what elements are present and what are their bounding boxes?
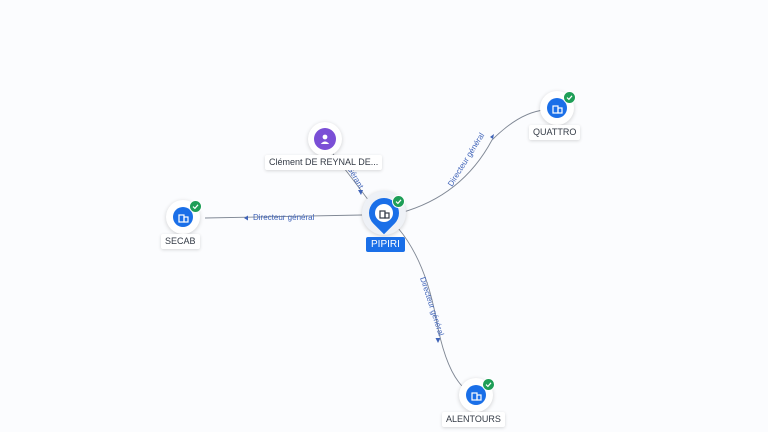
- node-label-person[interactable]: Clément DE REYNAL DE...: [265, 155, 383, 170]
- node-pipiri[interactable]: [359, 188, 409, 238]
- arrow-quattro-icon: [490, 134, 494, 139]
- edge-label-secab: Directeur général: [253, 213, 315, 222]
- edge-secab: [204, 214, 363, 219]
- edge-alentours: [397, 227, 463, 387]
- building-icon: [375, 204, 393, 222]
- node-label-quattro[interactable]: QUATTRO: [529, 125, 581, 140]
- arrow-alentours-icon: [435, 338, 441, 343]
- map-pin-icon: [362, 191, 406, 235]
- node-person[interactable]: [305, 119, 345, 159]
- node-label-pipiri[interactable]: PIPIRI: [366, 237, 405, 252]
- building-icon: [466, 385, 486, 405]
- active-check-icon: [482, 378, 495, 391]
- node-alentours[interactable]: [456, 375, 496, 415]
- active-check-icon: [563, 91, 576, 104]
- arrow-person-icon: [358, 190, 363, 195]
- building-icon: [547, 98, 567, 118]
- person-icon: [314, 128, 336, 150]
- node-label-alentours[interactable]: ALENTOURS: [442, 412, 505, 427]
- active-check-icon: [189, 200, 202, 213]
- node-secab[interactable]: [163, 197, 203, 237]
- edge-quattro: [399, 109, 546, 214]
- arrow-secab-icon: [244, 215, 248, 221]
- node-quattro[interactable]: [537, 88, 577, 128]
- node-label-secab[interactable]: SECAB: [161, 234, 200, 249]
- active-check-icon: [392, 195, 405, 208]
- edge-label-alentours: Directeur général: [418, 276, 446, 337]
- building-icon: [173, 207, 193, 227]
- edge-label-quattro: Directeur général: [446, 131, 486, 188]
